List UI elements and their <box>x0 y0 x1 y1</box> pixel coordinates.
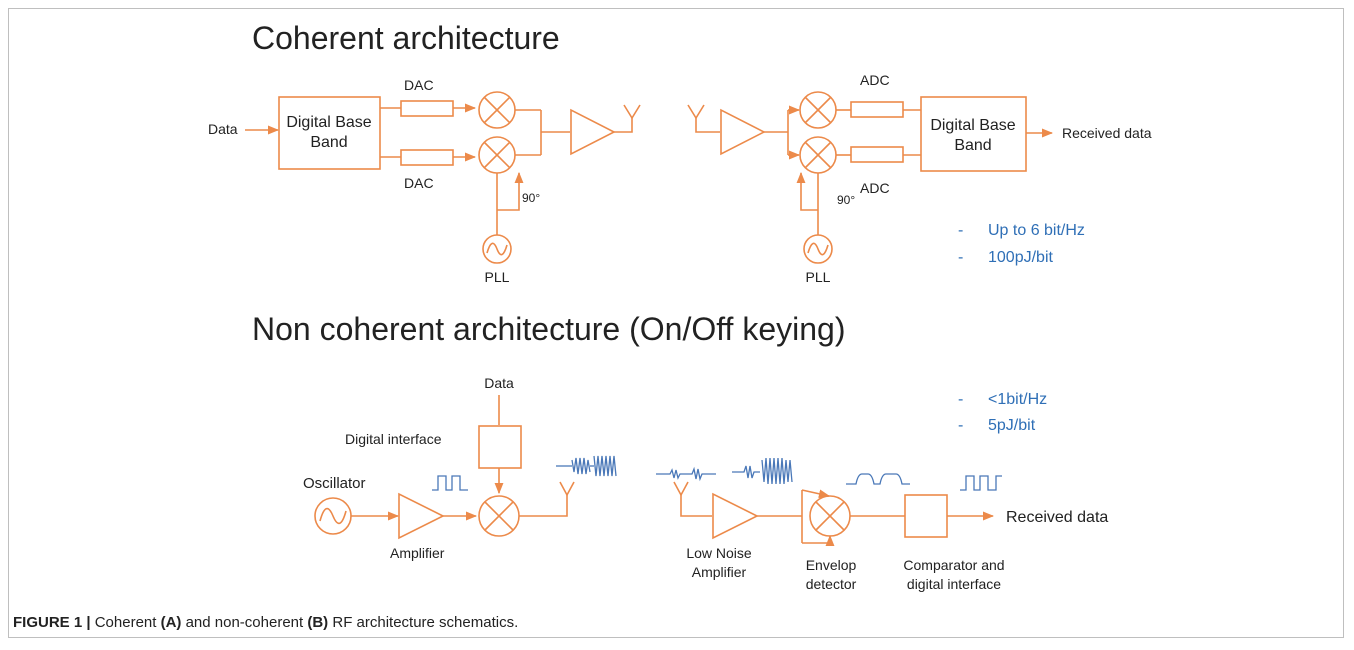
tx-pll-oscillator-icon <box>482 234 512 264</box>
noncoherent-note-1: <1bit/Hz <box>988 391 1047 408</box>
caption-a-label: (A) <box>160 614 182 631</box>
tx-antenna-icon <box>623 104 641 120</box>
rx-dsp-label-line1: Digital Base <box>930 117 1015 134</box>
tx-mixer-top <box>478 91 516 129</box>
caption-text-2: and non-coherent <box>181 614 308 631</box>
rx-pll-oscillator-icon <box>803 234 833 264</box>
ook-data-label: Data <box>484 375 514 391</box>
coherent-note-bullet-1: - <box>958 222 963 239</box>
ook-comparator-block <box>904 494 948 538</box>
dac-top-label: DAC <box>404 77 434 93</box>
lna-label-line1: Low Noise <box>686 545 752 561</box>
wire <box>614 118 633 133</box>
rx-square-wave-icon <box>960 475 1002 491</box>
wire <box>519 495 568 517</box>
comparator-label-line1: Comparator and <box>903 557 1004 573</box>
rx-antenna-icon <box>687 104 705 120</box>
envelope-wave-icon <box>846 473 910 485</box>
ook-tx-mixer <box>478 495 520 537</box>
tx-phase-label: 90° <box>522 191 540 205</box>
wire <box>802 534 835 547</box>
figure-caption: FIGURE 1 | Coherent (A) and non-coherent… <box>13 614 518 631</box>
ook-oscillator-icon <box>314 497 352 535</box>
noncoherent-title: Non coherent architecture (On/Off keying… <box>252 311 845 347</box>
rx-mixer-bottom <box>799 136 837 174</box>
rx-received-data-label: Received data <box>1062 125 1152 141</box>
rx-pll-label: PLL <box>806 269 831 285</box>
adc-top-block <box>850 101 904 118</box>
tx-data-label: Data <box>208 121 238 137</box>
noncoherent-note-bullet-1: - <box>958 391 963 408</box>
coherent-note-2: 100pJ/bit <box>988 249 1053 266</box>
caption-text-1: Coherent <box>90 614 161 631</box>
dac-top-block <box>400 100 454 117</box>
caption-b-label: (B) <box>307 614 329 631</box>
coherent-note-1: Up to 6 bit/Hz <box>988 222 1085 239</box>
coherent-title: Coherent architecture <box>252 20 560 56</box>
dac-bottom-block <box>400 149 454 166</box>
rx-dsp-label-line2: Band <box>954 137 991 154</box>
caption-text-3: RF architecture schematics. <box>328 614 519 631</box>
wire <box>680 495 712 517</box>
lna-label-line2: Amplifier <box>692 564 747 580</box>
tx-power-amplifier <box>570 108 616 156</box>
rx-phase-label: 90° <box>837 193 855 207</box>
ook-digital-interface-block <box>478 425 522 469</box>
rx-low-noise-amplifier <box>720 108 766 156</box>
dac-bottom-label: DAC <box>404 175 434 191</box>
ook-low-noise-amplifier <box>712 492 759 540</box>
ook-received-data-label: Received data <box>1006 509 1108 526</box>
tx-pll-label: PLL <box>485 269 510 285</box>
amplifier-label: Amplifier <box>390 545 445 561</box>
adc-top-label: ADC <box>860 72 890 88</box>
tx-dsp-label-line1: Digital Base <box>286 114 371 131</box>
adc-bottom-label: ADC <box>860 180 890 196</box>
rx-ook-received-wave-icon <box>656 457 793 485</box>
coherent-note-bullet-2: - <box>958 249 963 266</box>
figure-frame <box>8 8 1344 638</box>
tx-square-wave-icon <box>432 475 468 491</box>
caption-figure-label: FIGURE 1 | <box>13 614 91 631</box>
ook-envelope-detector-mixer <box>809 495 851 537</box>
wire <box>695 118 720 133</box>
tx-ook-burst-icon <box>556 455 617 477</box>
tx-digital-baseband-block <box>278 96 381 170</box>
ook-rx-antenna-icon <box>673 481 689 497</box>
envelop-label-line1: Envelop <box>806 557 857 573</box>
comparator-label-line2: digital interface <box>907 576 1001 592</box>
wire <box>796 171 818 211</box>
noncoherent-note-2: 5pJ/bit <box>988 417 1036 434</box>
envelop-label-line2: detector <box>806 576 857 592</box>
oscillator-label: Oscillator <box>303 475 366 492</box>
tx-dsp-label-line2: Band <box>310 134 347 151</box>
adc-bottom-block <box>850 146 904 163</box>
noncoherent-note-bullet-2: - <box>958 417 963 434</box>
rx-digital-baseband-block <box>920 96 1027 172</box>
digital-interface-label: Digital interface <box>345 431 442 447</box>
rx-mixer-top <box>799 91 837 129</box>
tx-mixer-bottom <box>478 136 516 174</box>
wire <box>801 489 831 499</box>
ook-tx-antenna-icon <box>559 481 575 497</box>
ook-tx-amplifier <box>398 492 445 540</box>
wire <box>497 171 524 211</box>
